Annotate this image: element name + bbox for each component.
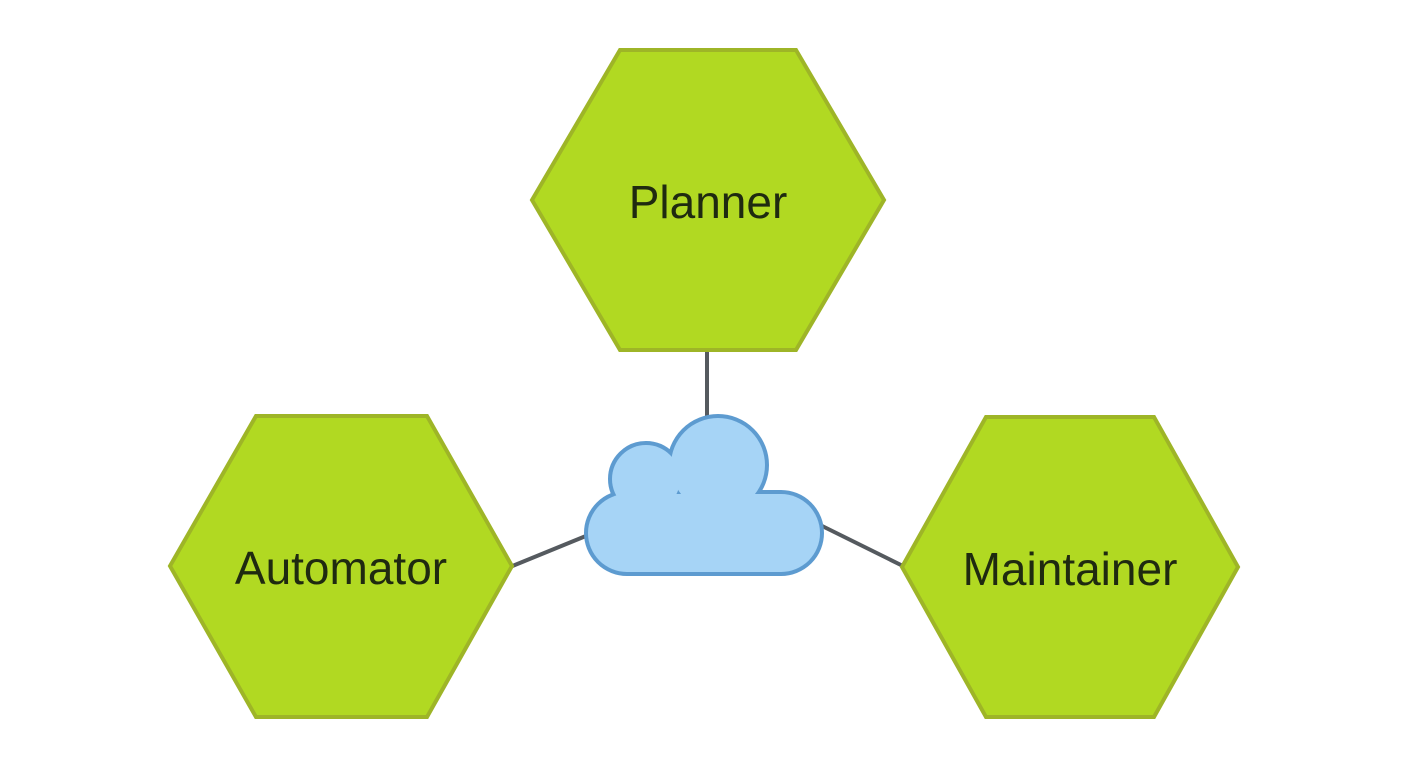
connector-maintainer-cloud	[809, 518, 906, 569]
planner-hexagon-shape	[529, 48, 887, 352]
cloud-base	[588, 494, 820, 572]
automator-label: Automator	[235, 542, 447, 594]
maintainer-label: Maintainer	[963, 543, 1178, 595]
cloud-lobe-large	[671, 418, 765, 512]
node-automator: Automator	[167, 414, 515, 719]
planner-label: Planner	[629, 176, 788, 228]
automator-hexagon-shape	[167, 414, 515, 719]
maintainer-hexagon-shape	[899, 415, 1241, 719]
node-planner: Planner	[529, 48, 887, 352]
cloud-icon	[584, 414, 824, 576]
node-maintainer: Maintainer	[899, 415, 1241, 719]
cloud-body	[588, 418, 820, 572]
